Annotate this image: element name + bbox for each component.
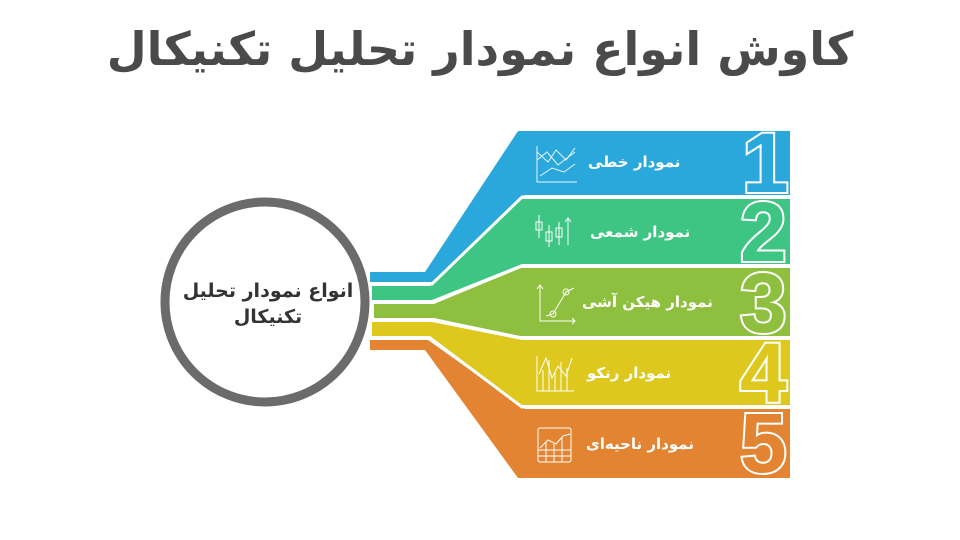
heikin-ashi-chart-icon [536,284,576,325]
area-chart-icon [537,427,572,463]
band-4 [372,322,790,405]
band-1 [370,131,790,282]
item-number-4: 4 [738,326,789,420]
band-3 [374,268,790,336]
band-5 [370,340,790,478]
item-label-3: نمودار هیکن آشی [582,293,713,311]
item-label-4: نمودار رنکو [587,364,672,382]
item-label-2: نمودار شمعی [590,223,691,241]
item-label-5: نمودار ناحیه‌ای [586,435,694,453]
item-number-5: 5 [738,396,789,490]
item-number-1: 1 [740,116,791,210]
item-label-1: نمودار خطی [588,153,681,171]
line-chart-icon [536,146,577,183]
renko-chart-icon [536,356,574,392]
page-title: کاوش انواع نمودار تحلیل تکنیکال [106,22,854,76]
center-label: انواع نمودار تحلیل تکنیکال [182,280,354,328]
item-number-2: 2 [738,185,789,279]
center-circle [160,197,370,407]
band-2 [372,199,790,300]
item-number-3: 3 [738,256,789,350]
candlestick-chart-icon [535,215,572,247]
